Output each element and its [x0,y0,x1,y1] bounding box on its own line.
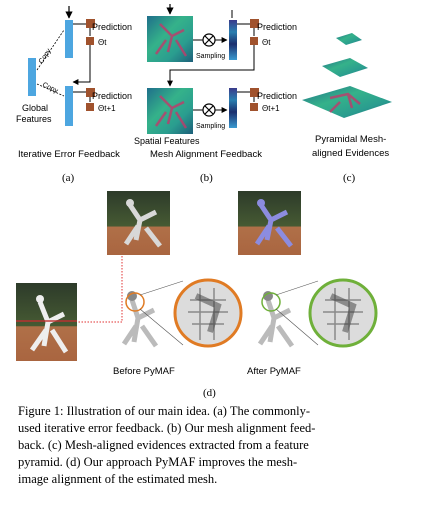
prediction-b-label-bottom: Prediction [257,91,297,101]
prediction-box-top [86,19,95,28]
theta-label-top: Θt [98,38,107,47]
panel-d-comparison: Before PyMAF After PyMAF (d) [16,191,378,399]
theta-b-box-bottom [250,103,258,111]
caption-line: image alignment of the estimated mesh. [18,472,218,486]
sampling-label-bottom: Sampling [196,123,225,130]
sampled-feature-top [229,20,237,60]
feature-block-bottom [65,86,73,126]
copy-label-top: Copy [38,47,53,65]
caption-line: used iterative error feedback. (b) Our m… [18,421,316,435]
copy-label-bottom: Copy [41,82,59,96]
global-feature-block [28,58,36,96]
pyramid-level-3 [302,86,392,118]
global-features-label: Global Features [16,103,52,124]
panel-b-title: Mesh Alignment Feedback [150,149,262,160]
pyramid-level-1 [336,33,362,45]
before-label: Before PyMAF [113,366,175,377]
prediction-label-bottom: Prediction [92,91,132,101]
panel-d-label: (d) [203,387,216,399]
pyramid-level-2 [322,58,368,77]
panel-c-pyramid: Pyramidal Mesh- aligned Evidences (c) [302,33,392,184]
prediction-label-top: Prediction [92,22,132,32]
panel-c-label: (c) [343,172,356,184]
panel-c-title: Pyramidal Mesh- aligned Evidences [312,134,389,159]
panel-a-diagram: Prediction Θt Copy Copy Global Features … [16,6,132,184]
sampled-feature-bottom [229,88,237,128]
after-label: After PyMAF [247,366,301,377]
zoom-after [308,278,378,348]
prediction-b-label-top: Prediction [257,22,297,32]
panel-a-title: Iterative Error Feedback [18,149,120,160]
prediction-box-bottom [86,88,95,97]
theta-box-top [86,37,94,45]
theta-label-bottom: Θt+1 [98,104,116,113]
theta-b-box-top [250,37,258,45]
caption-line: pyramid. (d) Our approach PyMAF improves… [18,455,298,469]
theta-box-bottom [86,103,94,111]
sampling-label-top: Sampling [196,53,225,60]
panel-b-diagram: Sampling Prediction Θt Sampling Predicti… [134,4,297,184]
figure-1: Prediction Θt Copy Copy Global Features … [16,4,392,399]
prediction-b-box-top [250,19,259,28]
theta-b-label-bottom: Θt+1 [262,104,280,113]
feature-block-top [65,20,73,58]
prediction-b-box-bottom [250,88,259,97]
spatial-features-label: Spatial Features [134,136,200,146]
panel-a-label: (a) [62,172,75,184]
panel-b-label: (b) [200,172,213,184]
theta-b-label-top: Θt [262,38,271,47]
caption-line: Figure 1: Illustration of our main idea.… [18,404,311,418]
caption-line: back. (c) Mesh-aligned evidences extract… [18,438,309,452]
zoom-before [173,278,243,348]
figure-caption: Figure 1: Illustration of our main idea.… [18,403,412,488]
